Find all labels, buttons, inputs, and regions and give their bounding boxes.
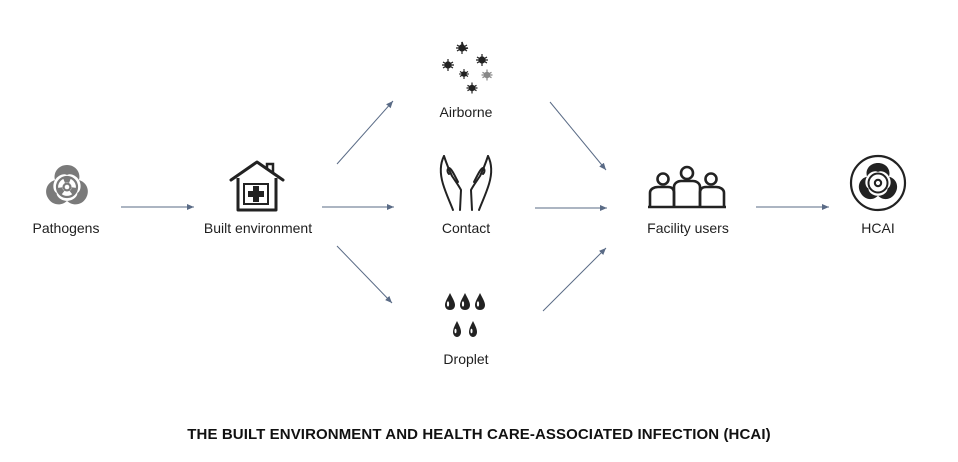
arrow-built-to-airborne (336, 100, 394, 165)
pathogens-label: Pathogens (32, 220, 100, 236)
diagram-title: THE BUILT ENVIRONMENT AND HEALTH CARE-AS… (187, 426, 771, 443)
hands-icon (439, 155, 493, 211)
germs-icon (442, 41, 493, 94)
biohazard-circle-icon (849, 154, 907, 212)
airborne-label: Airborne (439, 104, 493, 120)
contact-label: Contact (441, 220, 491, 236)
arrow-airborne-to-users (549, 101, 607, 171)
droplets-icon (445, 293, 485, 337)
built-environment-label: Built environment (203, 220, 313, 236)
arrow-droplet-to-users (542, 247, 607, 312)
biohazard-icon (41, 165, 93, 209)
hospital-house-icon (229, 160, 285, 212)
arrow-built-to-droplet (336, 245, 393, 304)
facility-users-label: Facility users (647, 220, 729, 236)
people-group-icon (648, 165, 726, 209)
droplet-label: Droplet (443, 351, 489, 367)
hcai-label: HCAI (861, 220, 895, 236)
